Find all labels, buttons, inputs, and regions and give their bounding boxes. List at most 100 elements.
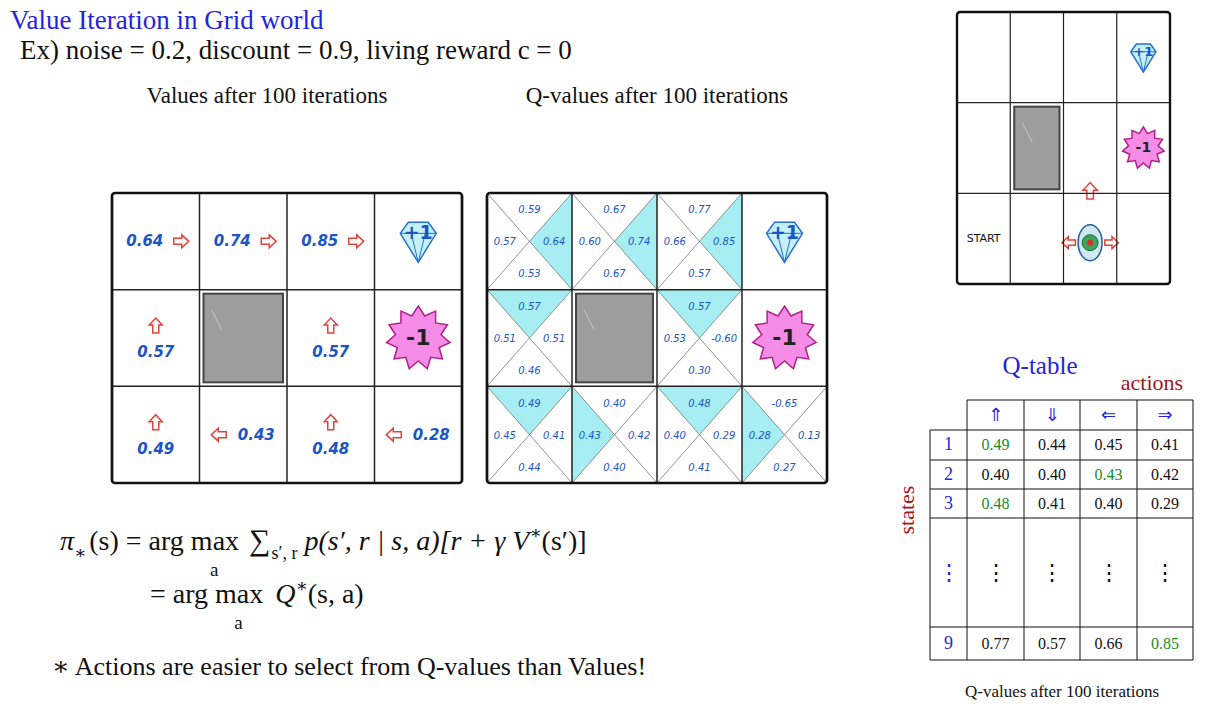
table-cell: 0.77 <box>982 635 1010 653</box>
cell-diagonal <box>657 386 742 483</box>
panel-title: Values after 100 iterations <box>147 83 388 108</box>
start-label: START <box>967 233 1001 245</box>
table-cell: 0.40 <box>1095 495 1123 513</box>
table-line <box>1137 400 1138 660</box>
q-value: 0.67 <box>603 268 625 279</box>
ellipsis: ⋮ <box>985 560 1007 584</box>
wall-texture <box>1022 123 1032 143</box>
formula-part: (s) = arg max <box>89 524 239 558</box>
grid-line <box>199 193 201 483</box>
formula-line: = arg maxaQ∗(s, a) <box>150 577 364 611</box>
grid-line <box>487 386 827 388</box>
policy-arrow <box>149 318 162 333</box>
formula-part: s′, r <box>271 543 297 565</box>
action-header: ⇑ <box>988 405 1003 425</box>
table-line <box>1080 400 1081 660</box>
table-cell: 0.40 <box>1038 466 1066 484</box>
cell-diagonal <box>657 290 742 387</box>
setting-text: Ex) noise = 0.2, discount = 0.9, living … <box>20 36 572 66</box>
wall-block <box>576 294 653 383</box>
grid-line <box>1010 12 1011 284</box>
goal-reward: +1 <box>770 222 799 243</box>
cell-diagonal <box>487 193 572 290</box>
best-action-highlight <box>487 386 572 434</box>
table-cell: 0.40 <box>982 466 1010 484</box>
formula-part: = arg max <box>150 577 263 611</box>
grid-line <box>487 289 827 291</box>
table-cell: 0.57 <box>1038 635 1066 653</box>
table-line <box>930 430 931 660</box>
cell-diagonal <box>487 290 572 387</box>
axis-label: states <box>895 486 919 535</box>
best-action-highlight <box>487 290 572 338</box>
grid-border <box>487 193 827 483</box>
ellipsis: ⋮ <box>1041 560 1063 584</box>
cell-diagonal <box>572 386 657 483</box>
grid-line <box>286 193 288 483</box>
q-value: -0.60 <box>711 333 737 344</box>
grid-border <box>112 193 462 483</box>
best-action-highlight <box>657 386 742 434</box>
cell-diagonal <box>572 193 657 290</box>
ellipsis: ⋮ <box>1098 560 1120 584</box>
panel-title: Q-values after 100 iterations <box>526 83 789 108</box>
policy-arrow <box>149 415 162 430</box>
wall-block <box>204 294 284 383</box>
robot-eye <box>1087 240 1093 246</box>
pit-reward: -1 <box>1136 140 1152 155</box>
q-value: 0.48 <box>688 397 710 408</box>
q-value: 0.41 <box>688 461 710 472</box>
wall-texture <box>584 310 594 330</box>
formula-part: (s′)] <box>542 524 587 558</box>
cell-diagonal <box>657 193 742 290</box>
move-arrow <box>1083 183 1097 200</box>
formula-part: ∗ <box>295 576 307 598</box>
q-value: 0.85 <box>713 236 735 247</box>
q-value: 0.74 <box>628 236 650 247</box>
q-value: 0.30 <box>688 364 710 375</box>
q-value: 0.40 <box>603 397 625 408</box>
cell-diagonal <box>487 386 572 483</box>
q-value: 0.53 <box>664 333 686 344</box>
table-line <box>930 660 1193 661</box>
table-cell: 0.41 <box>1038 495 1066 513</box>
grid-line <box>957 193 1170 194</box>
action-header: ⇓ <box>1044 405 1059 425</box>
formula-part: ∗ <box>529 523 541 545</box>
table-cell: 0.44 <box>1038 436 1066 454</box>
goal-reward: +1 <box>404 222 433 243</box>
cell-diagonal <box>572 193 657 290</box>
table-cell: 0.48 <box>982 495 1010 513</box>
action-header: ⇐ <box>1101 405 1116 425</box>
pit-burst <box>1123 127 1165 168</box>
goal-gem <box>767 222 803 262</box>
table-cell: 0.43 <box>1095 466 1123 484</box>
table-line <box>930 627 1193 628</box>
formula-line: π∗(s) = arg maxa∑s′, rp(s′, r | s, a)[r … <box>60 522 587 558</box>
policy-arrow <box>324 318 337 333</box>
ellipsis: ⋮ <box>1154 560 1176 584</box>
q-value: 0.57 <box>494 236 516 247</box>
state-number: 2 <box>944 465 953 485</box>
state-value: 0.57 <box>312 344 349 361</box>
state-number: 9 <box>944 634 953 654</box>
table-line <box>930 518 1193 519</box>
grid-line <box>112 289 462 291</box>
cell-diagonal <box>742 386 827 483</box>
state-value: 0.43 <box>238 426 275 443</box>
q-value: 0.45 <box>494 429 516 440</box>
q-value: 0.29 <box>713 429 735 440</box>
table-line <box>1024 400 1025 660</box>
q-value: 0.64 <box>543 236 565 247</box>
q-value: 0.53 <box>518 268 540 279</box>
q-value: 0.66 <box>664 236 686 247</box>
grid-line <box>112 386 462 388</box>
table-line <box>967 400 1193 401</box>
pit-reward: -1 <box>772 326 796 350</box>
grid-line <box>957 102 1170 103</box>
cell-diagonal <box>657 386 742 483</box>
grid-line <box>1116 12 1117 284</box>
formula-part: ∗ <box>74 543 86 565</box>
cell-diagonal <box>487 290 572 387</box>
policy-arrow <box>386 428 401 441</box>
